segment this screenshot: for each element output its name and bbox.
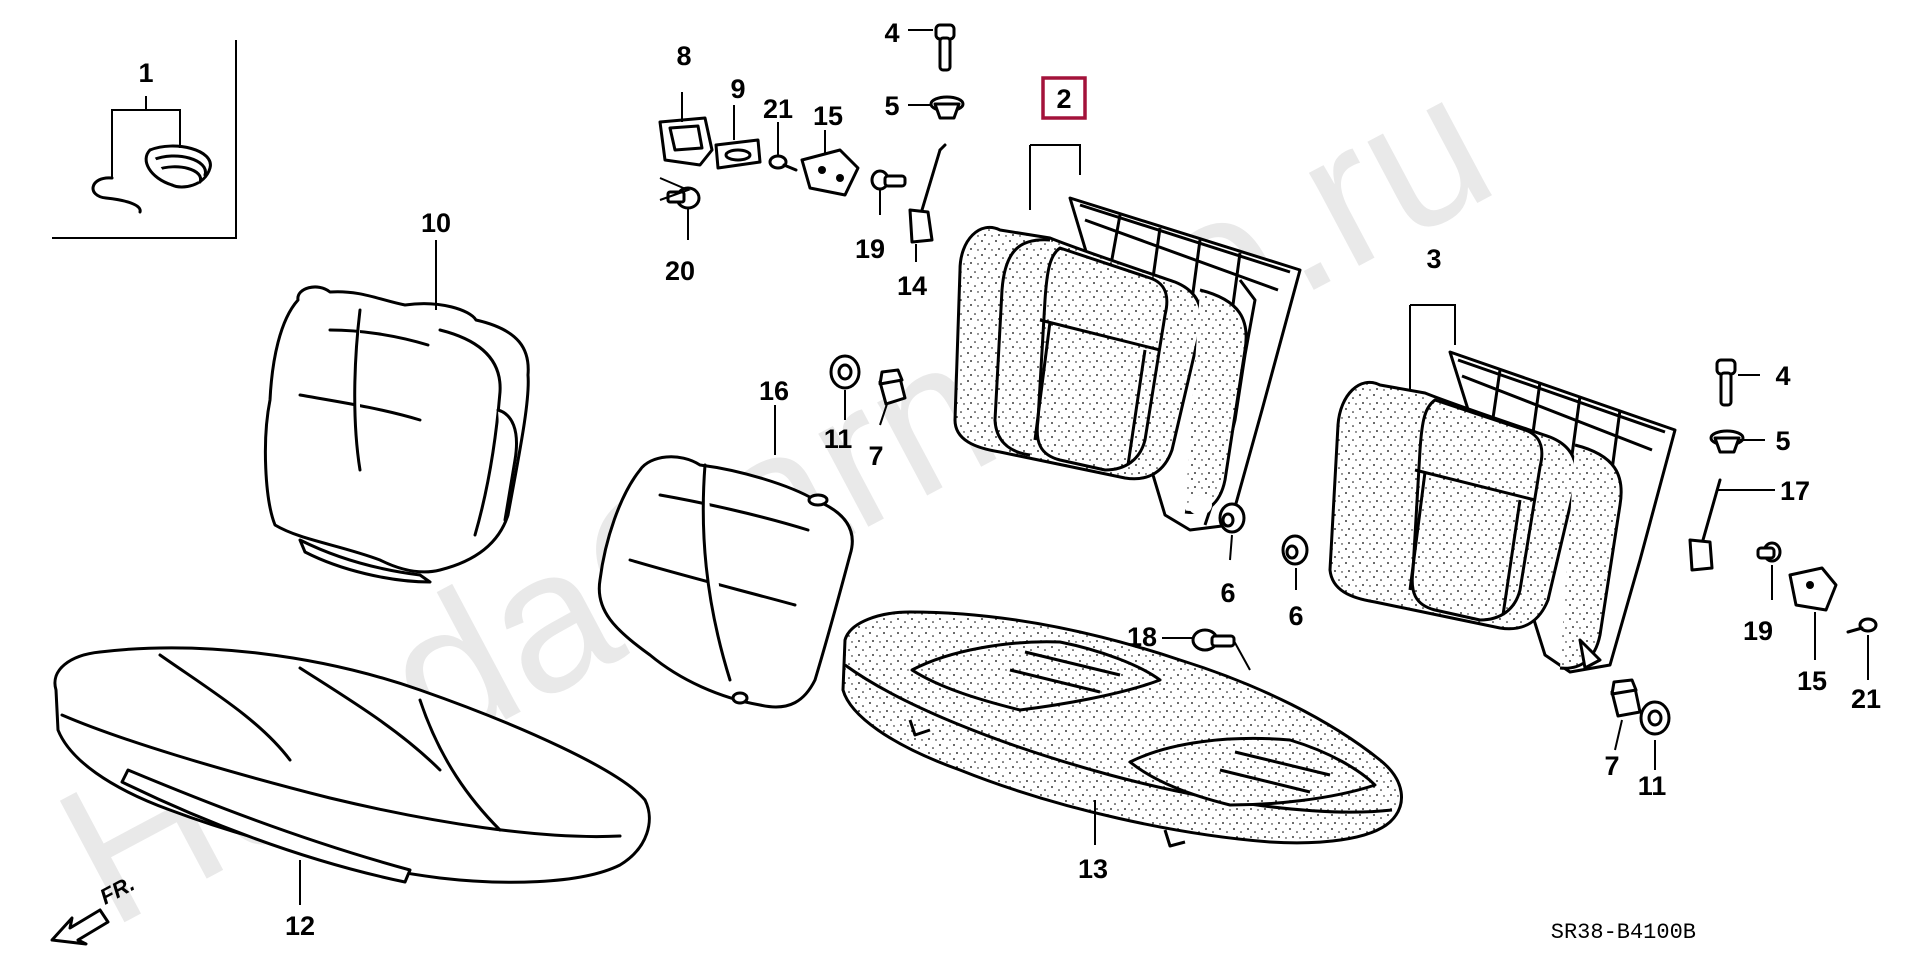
part-19-bolt-top[interactable] (870, 169, 907, 191)
part-12-cushion-cover[interactable] (53, 646, 651, 884)
callout-3[interactable]: 3 (1426, 244, 1441, 274)
callout-7-top[interactable]: 7 (868, 441, 883, 471)
part-13-seat-cushion-assembly[interactable] (841, 610, 1403, 848)
callout-10[interactable]: 10 (421, 208, 451, 238)
part-3-seatback-assembly-right[interactable] (1328, 350, 1677, 674)
callout-5-top[interactable]: 5 (884, 91, 899, 121)
callout-2[interactable]: 2 (1056, 84, 1071, 114)
callout-6-left[interactable]: 6 (1220, 578, 1235, 608)
callout-4-top[interactable]: 4 (884, 18, 899, 48)
callout-12[interactable]: 12 (285, 911, 315, 941)
part-5-clip-right[interactable] (1709, 429, 1745, 454)
part-14-striker[interactable] (908, 143, 947, 244)
callout-17[interactable]: 17 (1780, 476, 1810, 506)
part-4-bolt-right[interactable] (1715, 358, 1737, 407)
part-4-bolt-top[interactable] (934, 23, 956, 72)
part-21-screw-top[interactable] (768, 154, 798, 172)
part-21-screw-right[interactable] (1846, 617, 1878, 634)
part-1-clips[interactable] (91, 144, 212, 214)
callout-11-top[interactable]: 11 (824, 424, 853, 454)
part-15-hinge-right[interactable] (1788, 566, 1838, 612)
part-18-bolt[interactable] (1191, 628, 1236, 652)
callout-labels: 1 2 3 4 4 5 5 6 6 7 7 8 9 10 11 11 12 13… (138, 18, 1881, 941)
part-15-hinge-top[interactable] (800, 148, 860, 197)
part-6-bushing-right[interactable] (1281, 534, 1309, 566)
part-9-pad[interactable] (714, 138, 762, 170)
part-8-bracket[interactable] (658, 116, 714, 167)
callout-18[interactable]: 18 (1127, 622, 1157, 652)
part-19-bolt-right[interactable] (1756, 541, 1782, 563)
callout-6-right[interactable]: 6 (1288, 601, 1303, 631)
callout-15-top[interactable]: 15 (813, 101, 843, 131)
part-11-grommet-top[interactable] (829, 354, 861, 390)
part-16-side-cover[interactable] (597, 455, 854, 709)
callout-21-top[interactable]: 21 (763, 94, 793, 124)
callout-11-lower[interactable]: 11 (1638, 771, 1667, 801)
diagram-code: SR38-B4100B (1551, 920, 1696, 945)
callout-20[interactable]: 20 (665, 256, 695, 286)
callout-1[interactable]: 1 (138, 58, 153, 88)
highlight-box-part-2 (1041, 76, 1087, 120)
part-7-clip-lower[interactable] (1610, 678, 1642, 718)
callout-19-top[interactable]: 19 (855, 234, 885, 264)
callout-14[interactable]: 14 (897, 271, 927, 301)
callout-9[interactable]: 9 (730, 74, 745, 104)
callout-8[interactable]: 8 (676, 41, 691, 71)
callout-4-right[interactable]: 4 (1775, 361, 1790, 391)
callout-7-lower[interactable]: 7 (1604, 751, 1619, 781)
part-2-seatback-assembly-left[interactable] (953, 196, 1302, 532)
inset-box (52, 40, 237, 239)
part-6-bushing-left[interactable] (1218, 502, 1246, 534)
part-5-clip-top[interactable] (929, 95, 965, 120)
part-7-clip-top[interactable] (878, 368, 907, 406)
callout-21-right[interactable]: 21 (1851, 684, 1881, 714)
callout-5-right[interactable]: 5 (1775, 426, 1790, 456)
part-10-seatback-cover[interactable] (263, 285, 530, 584)
front-arrow-icon (50, 908, 110, 946)
callout-19-right[interactable]: 19 (1743, 616, 1773, 646)
callout-13[interactable]: 13 (1078, 854, 1108, 884)
leader-lines (299, 29, 1869, 905)
part-17-striker[interactable] (1688, 478, 1722, 572)
callout-16[interactable]: 16 (759, 376, 789, 406)
part-11-grommet-lower[interactable] (1639, 700, 1671, 736)
callout-15-right[interactable]: 15 (1797, 666, 1827, 696)
